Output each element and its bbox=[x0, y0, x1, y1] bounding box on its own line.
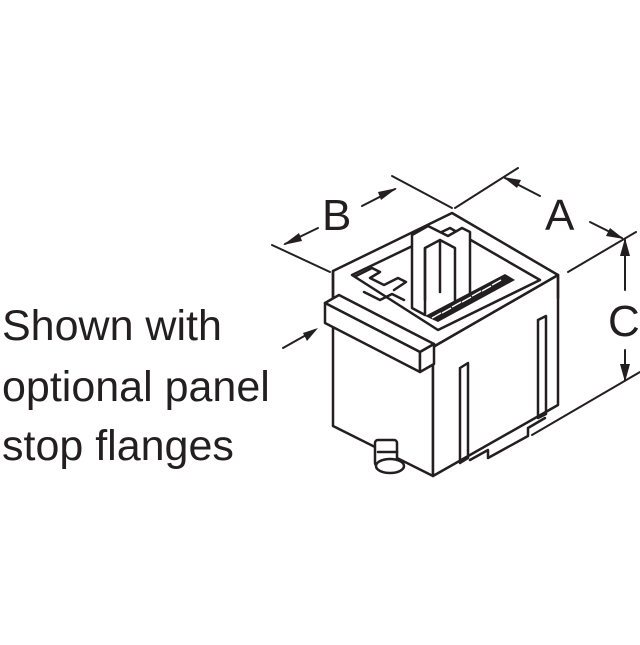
dim-b-arrowhead bbox=[283, 233, 302, 245]
dim-a-arrowhead bbox=[606, 228, 624, 239]
dim-b-label: B bbox=[322, 191, 351, 240]
panel-flange-end bbox=[418, 342, 436, 374]
dim-c-label: C bbox=[608, 297, 640, 346]
left-step bbox=[354, 266, 408, 292]
contact-gap bbox=[451, 301, 462, 308]
note-line-2: optional panel bbox=[2, 363, 270, 411]
dim-c-arrowhead bbox=[620, 238, 630, 256]
contact-gap bbox=[471, 290, 482, 297]
dim-c-extension bbox=[531, 371, 640, 436]
contact-gap bbox=[431, 312, 442, 319]
right-slot-1 bbox=[458, 361, 470, 465]
standoff-tip bbox=[374, 457, 406, 475]
note-line-3: stop flanges bbox=[2, 422, 234, 470]
dim-b-arrowhead bbox=[378, 188, 397, 200]
right-bottom-step bbox=[468, 416, 547, 462]
dim-a-arrowhead bbox=[503, 177, 521, 188]
dim-c-arrowhead bbox=[620, 364, 630, 382]
contact-fingers bbox=[425, 274, 515, 322]
dim-b-extension bbox=[271, 244, 331, 273]
dim-b-extension bbox=[391, 175, 453, 209]
dim-a-extension bbox=[567, 231, 637, 273]
note-line-1: Shown with bbox=[2, 302, 222, 350]
note-leader-arrowhead bbox=[303, 328, 318, 341]
left-step-lower bbox=[362, 290, 406, 302]
right-slot-2 bbox=[536, 314, 548, 420]
contact-gap bbox=[491, 279, 502, 286]
dim-a-label: A bbox=[545, 191, 575, 240]
contact-gap bbox=[481, 285, 492, 292]
contact-gap bbox=[461, 296, 472, 303]
dim-a-extension bbox=[454, 167, 519, 209]
contact-gap bbox=[441, 307, 452, 314]
